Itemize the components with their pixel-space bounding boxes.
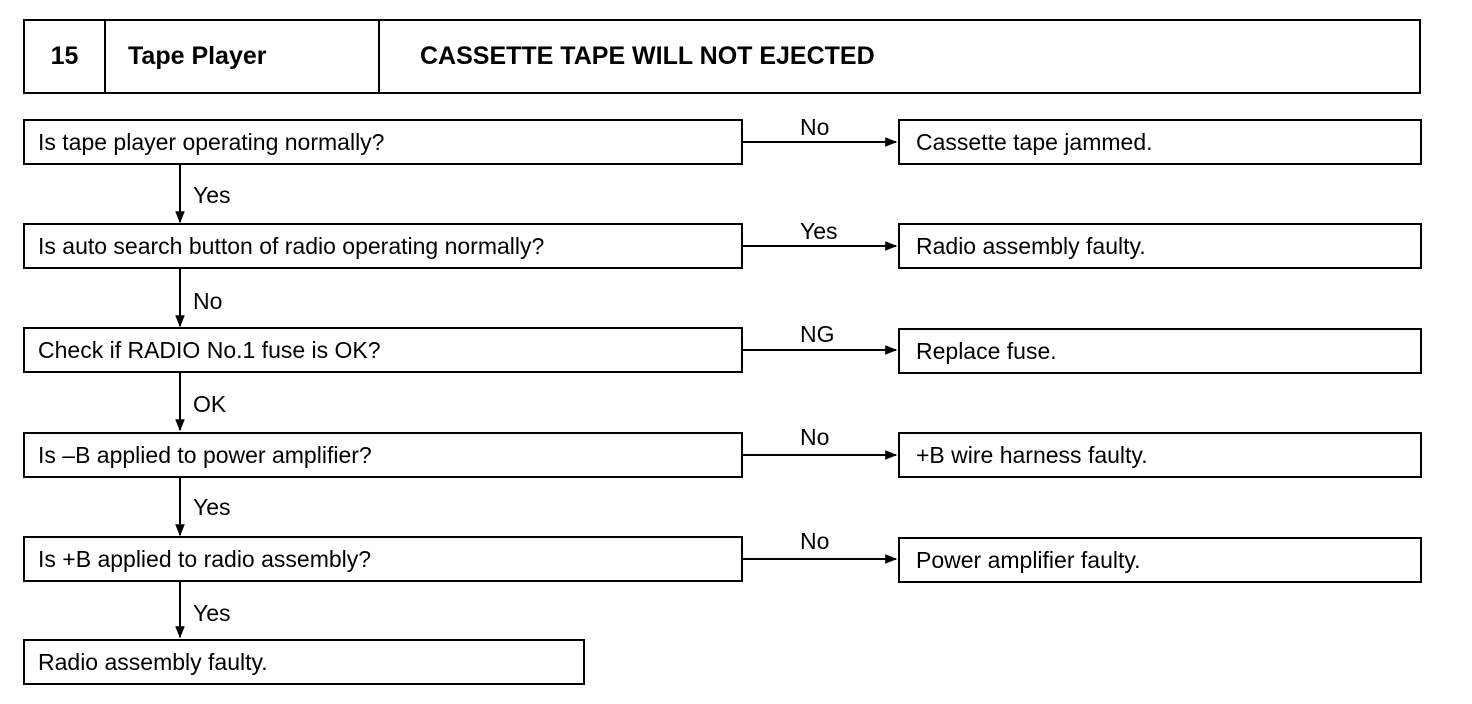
down-label-3: OK	[193, 391, 227, 417]
down-label-1: Yes	[193, 182, 231, 208]
section-name: Tape Player	[104, 21, 380, 92]
header-table: 15 Tape Player CASSETTE TAPE WILL NOT EJ…	[23, 19, 1421, 94]
question-box-5: Is +B applied to radio assembly?	[23, 536, 743, 582]
branch-label-4: No	[800, 424, 830, 450]
down-label-2: No	[193, 288, 223, 314]
result-box-2: Radio assembly faulty.	[898, 223, 1422, 269]
branch-label-1: No	[800, 114, 830, 140]
branch-label-5: No	[800, 528, 830, 554]
branch-label-3: NG	[800, 321, 835, 347]
down-label-5: Yes	[193, 600, 231, 626]
final-result-box: Radio assembly faulty.	[23, 639, 585, 685]
question-box-4: Is –B applied to power amplifier?	[23, 432, 743, 478]
question-box-2: Is auto search button of radio operating…	[23, 223, 743, 269]
section-number: 15	[25, 21, 106, 92]
result-box-1: Cassette tape jammed.	[898, 119, 1422, 165]
result-box-3: Replace fuse.	[898, 328, 1422, 374]
problem-title: CASSETTE TAPE WILL NOT EJECTED	[420, 42, 875, 70]
result-box-4: +B wire harness faulty.	[898, 432, 1422, 478]
result-box-5: Power amplifier faulty.	[898, 537, 1422, 583]
down-label-4: Yes	[193, 494, 231, 520]
branch-label-2: Yes	[800, 218, 838, 244]
question-box-1: Is tape player operating normally?	[23, 119, 743, 165]
question-box-3: Check if RADIO No.1 fuse is OK?	[23, 327, 743, 373]
